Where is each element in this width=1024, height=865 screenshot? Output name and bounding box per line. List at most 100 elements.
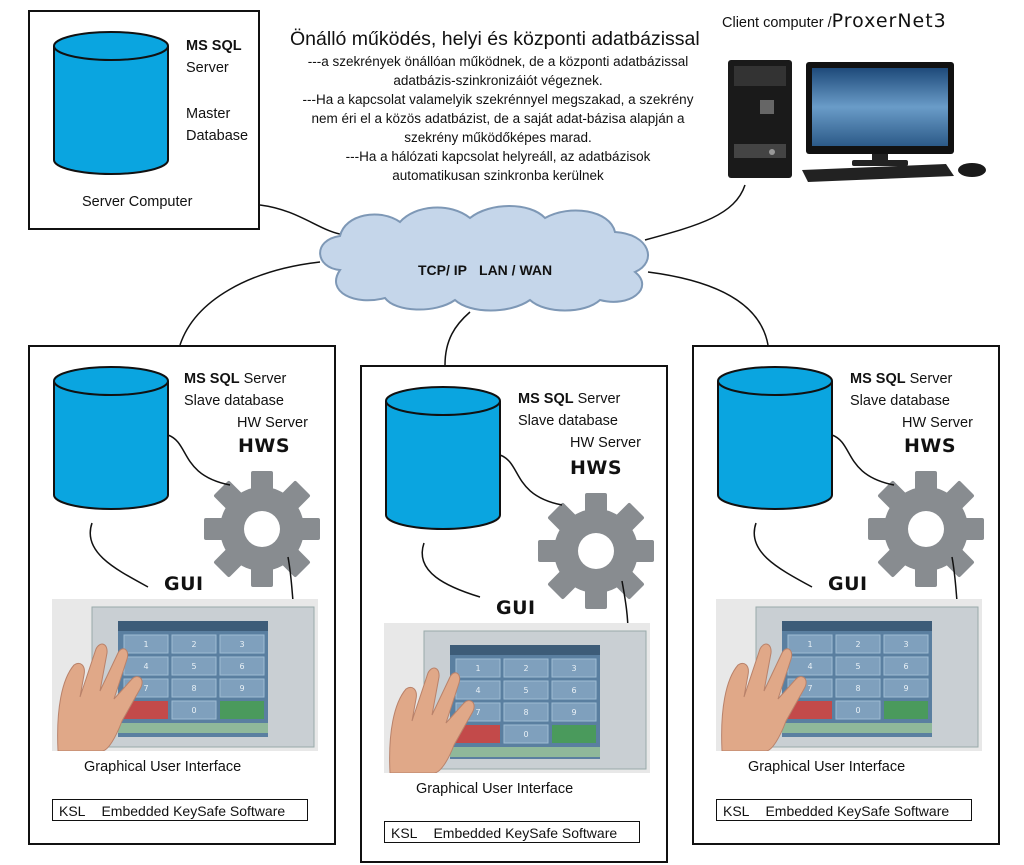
description-line: automatikusan szinkronba kerülnek (392, 168, 604, 183)
hw-server-label: HW Server (237, 415, 308, 431)
ksl-footer: KSL Embedded KeySafe Software (52, 799, 309, 821)
server-ms-sql-label: MS SQL (186, 38, 242, 54)
keypad-key: 2 (191, 640, 196, 649)
keypad-key: 6 (571, 686, 576, 695)
slave-database-label: Slave database (518, 413, 618, 429)
client-computer-caption: Client computer /ProxerNet3 (722, 10, 947, 32)
keypad-key: 5 (855, 662, 860, 671)
ms-sql-bold: MS SQL (850, 371, 906, 387)
keypad-key: 1 (807, 640, 812, 649)
server-server-label: Server (186, 60, 229, 76)
keypad-key: 4 (807, 662, 812, 671)
gui-caption: Graphical User Interface (416, 781, 574, 797)
ksl-description: Embedded KeySafe Software (433, 825, 618, 841)
description-text: ---a szekrények önállóan működnek, de a … (268, 52, 728, 185)
page-title: Önálló működés, helyi és központi adatbá… (290, 28, 700, 50)
keypad-key: 9 (903, 684, 908, 693)
gui-label: GUI (164, 573, 204, 595)
server-master-label: Master (186, 106, 231, 122)
keypad-key: 1 (475, 664, 480, 673)
database-cylinder-icon (53, 366, 169, 510)
gui-caption: Graphical User Interface (748, 759, 906, 775)
ms-sql-server-label: MS SQL Server (184, 369, 286, 389)
network-protocol-label: TCP/ IP (418, 262, 468, 278)
gui-label: GUI (496, 597, 536, 619)
keypad-key: 3 (239, 640, 244, 649)
description-line: ---Ha a hálózati kapcsolat helyreáll, az… (345, 149, 651, 164)
server-word: Server (577, 391, 621, 407)
slave-database-label: Slave database (850, 393, 950, 409)
client-caption-text: Client computer / (722, 15, 832, 31)
keypad-key: 9 (239, 684, 244, 693)
desktop-computer-icon (728, 60, 986, 182)
description-line: nem éri el a közös adatbázist, de a sajá… (311, 111, 685, 126)
network-label: TCP/ IP LAN / WAN (418, 262, 552, 278)
server-database-label: Database (186, 128, 249, 144)
description-line: ---Ha a kapcsolat valamelyik szekrénnyel… (302, 92, 694, 107)
description-line: adatbázis-szinkronizáiót végeznek. (393, 73, 603, 88)
keypad-key: 8 (523, 708, 528, 717)
hws-label: HWS (238, 435, 291, 457)
gear-icon (868, 471, 984, 587)
unit-box-3: MS SQL Server Slave database HW Server H… (692, 345, 1000, 845)
touchscreen-hand-icon: 1 2 3 4 5 6 7 8 9 0 (52, 599, 318, 751)
unit-connector-lines (421, 454, 629, 634)
unit-box-2: MS SQL Server Slave database HW Server H… (360, 365, 668, 863)
keypad-key: 7 (143, 684, 148, 693)
keypad-key: 4 (143, 662, 148, 671)
gui-caption: Graphical User Interface (84, 759, 242, 775)
keypad-key: 6 (903, 662, 908, 671)
database-cylinder-icon (53, 31, 169, 175)
keypad-key: 3 (903, 640, 908, 649)
keypad-key: 0 (191, 706, 196, 715)
keypad-key: 2 (523, 664, 528, 673)
ksl-footer: KSL Embedded KeySafe Software (716, 799, 973, 821)
touchscreen-hand-icon: 1 2 3 4 5 6 7 8 9 0 (384, 623, 650, 773)
hws-label: HWS (570, 457, 623, 479)
unit-box-1: MS SQL Server Slave database HW Server H… (28, 345, 336, 845)
keypad-key: 9 (571, 708, 576, 717)
ksl-footer: KSL Embedded KeySafe Software (384, 821, 641, 843)
ksl-code: KSL (723, 803, 750, 819)
network-cloud-icon (319, 205, 649, 312)
ksl-code: KSL (391, 825, 418, 841)
brand-logo-text: ProxerNet3 (831, 10, 947, 32)
keypad-key: 2 (855, 640, 860, 649)
server-computer-box: MS SQL Server Master Database Server Com… (28, 10, 260, 230)
ms-sql-server-label: MS SQL Server (850, 369, 952, 389)
keypad-key: 8 (855, 684, 860, 693)
description-line: szekrény működőképes marad. (404, 130, 592, 145)
touchscreen-hand-icon: 1 2 3 4 5 6 7 8 9 0 (716, 599, 982, 751)
keypad-key: 6 (239, 662, 244, 671)
server-word: Server (243, 371, 287, 387)
keypad-key: 7 (807, 684, 812, 693)
ms-sql-bold: MS SQL (184, 371, 240, 387)
keypad-key: 4 (475, 686, 480, 695)
ksl-description: Embedded KeySafe Software (765, 803, 950, 819)
keypad-key: 3 (571, 664, 576, 673)
network-scope-label: LAN / WAN (479, 262, 553, 278)
hw-server-label: HW Server (570, 435, 641, 451)
keypad-key: 5 (191, 662, 196, 671)
slave-database-label: Slave database (184, 393, 284, 409)
description-line: ---a szekrények önállóan működnek, de a … (307, 54, 689, 69)
keypad-key: 8 (191, 684, 196, 693)
keypad-key: 7 (475, 708, 480, 717)
keypad-key: 5 (523, 686, 528, 695)
keypad-key: 0 (523, 730, 528, 739)
server-word: Server (909, 371, 953, 387)
database-cylinder-icon (717, 366, 833, 510)
hws-label: HWS (904, 435, 957, 457)
server-computer-caption: Server Computer (82, 194, 193, 210)
ksl-code: KSL (59, 803, 86, 819)
keypad-key: 0 (855, 706, 860, 715)
database-cylinder-icon (385, 386, 501, 530)
ms-sql-server-label: MS SQL Server (518, 389, 620, 409)
gear-icon (538, 493, 654, 609)
keypad-key: 1 (143, 640, 148, 649)
ksl-description: Embedded KeySafe Software (101, 803, 286, 819)
hw-server-label: HW Server (902, 415, 973, 431)
gui-label: GUI (828, 573, 868, 595)
ms-sql-bold: MS SQL (518, 391, 574, 407)
